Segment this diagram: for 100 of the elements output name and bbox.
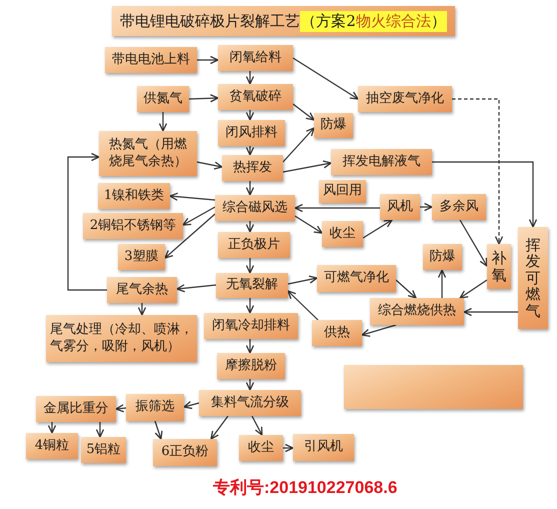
- arrow: [438, 269, 446, 298]
- process-box: [518, 227, 548, 329]
- arrow: [154, 420, 163, 440]
- step-label: 多余风: [440, 198, 478, 216]
- process-box: [118, 244, 165, 270]
- process-box: [358, 86, 452, 112]
- step-label: 抽空废气净化: [366, 90, 444, 108]
- process-box: [487, 244, 511, 289]
- arrow: [459, 280, 488, 299]
- arrow: [459, 220, 488, 267]
- arrow: [463, 308, 518, 316]
- arrow: [246, 298, 254, 314]
- arrow: [197, 56, 219, 64]
- step-label: 振筛选: [136, 399, 174, 416]
- arrow: [294, 216, 323, 234]
- step-label: 收尘: [330, 226, 356, 242]
- step-label: 6正负粉: [161, 444, 209, 461]
- arrow: [138, 303, 146, 316]
- arrow: [396, 280, 417, 299]
- arrow: [210, 416, 228, 440]
- arrow: [282, 160, 332, 173]
- step-label: 带电电池上料: [112, 52, 190, 68]
- process-box: [199, 390, 301, 416]
- arrow: [164, 214, 216, 259]
- arrow: [158, 112, 168, 132]
- step-label: 无氧裂解: [226, 277, 278, 294]
- process-box: [218, 45, 293, 71]
- step-label: 挥发可燃气: [526, 236, 540, 320]
- step-label: 可燃气净化: [324, 270, 389, 287]
- arrow: [283, 444, 294, 452]
- process-box: [217, 353, 285, 379]
- process-box: [314, 113, 353, 138]
- arrow: [361, 324, 396, 337]
- arrow: [196, 161, 223, 170]
- process-box: [312, 320, 362, 346]
- arrow: [246, 181, 254, 196]
- step-label: 综合磁风选: [222, 200, 288, 216]
- title-banner: [112, 6, 455, 36]
- arrow: [251, 416, 263, 436]
- process-box: [46, 315, 197, 362]
- process-box: [218, 232, 290, 258]
- process-box: [26, 433, 78, 459]
- process-box: [105, 47, 197, 73]
- process-box: [432, 194, 486, 220]
- process-box: [319, 180, 366, 203]
- step-label: 热氮气（用燃烧尾气余热）: [108, 137, 188, 170]
- process-box: [36, 396, 116, 422]
- arrow: [282, 127, 315, 162]
- process-box: [216, 273, 288, 298]
- arrow: [246, 146, 254, 156]
- arrow: [183, 401, 200, 410]
- arrow: [362, 219, 393, 238]
- process-box: [204, 313, 298, 339]
- step-label: 供热: [324, 324, 350, 342]
- title-text: 带电锂电破碎极片裂解工艺: [120, 10, 300, 32]
- arrow: [294, 204, 380, 212]
- step-label: 引风机: [304, 439, 343, 456]
- arrow: [246, 221, 254, 233]
- step-label: 尾气处理（冷却、喷淋，气雾分，吸附，风机）: [50, 322, 193, 355]
- step-label: 闭氧给料: [230, 50, 282, 66]
- arrow: [246, 339, 254, 354]
- arrow: [292, 58, 359, 100]
- arrow: [188, 94, 219, 102]
- process-box: [423, 244, 462, 270]
- step-label: 补氧: [492, 250, 506, 283]
- arrow: [288, 275, 318, 285]
- step-label: 尾气余热: [116, 282, 168, 298]
- process-box: [293, 434, 354, 461]
- step-label: 贫氧破碎: [230, 88, 282, 106]
- process-box: [222, 155, 283, 181]
- process-box: [317, 265, 396, 292]
- process-box: [137, 86, 189, 112]
- arrow: [246, 258, 254, 274]
- step-label: 正负极片: [228, 236, 280, 254]
- process-box: [380, 194, 420, 220]
- step-label: 3塑膜: [124, 248, 159, 266]
- arrow: [287, 290, 318, 320]
- step-label: 1镍和铁类: [104, 188, 164, 204]
- step-label: 防爆: [430, 248, 456, 266]
- step-label: 4铜粒: [34, 438, 70, 454]
- arrow: [182, 206, 216, 226]
- arrow: [246, 110, 254, 121]
- arrow: [420, 202, 433, 212]
- process-box: [153, 439, 217, 466]
- process-box: [215, 195, 295, 221]
- arrow: [246, 71, 254, 85]
- empty-box: [344, 365, 523, 409]
- arrow: [432, 161, 538, 228]
- process-box: [107, 277, 177, 303]
- arrow: [169, 192, 216, 201]
- arrow: [48, 422, 56, 434]
- step-label: 金属比重分: [44, 400, 108, 418]
- step-label: 风回用: [323, 183, 362, 200]
- step-label: 综合燃烧供热: [378, 303, 456, 320]
- process-box: [81, 437, 126, 463]
- arrow: [67, 152, 107, 291]
- process-box: [83, 213, 183, 239]
- process-box: [126, 394, 184, 421]
- arrow: [292, 104, 315, 121]
- step-label: 5铝粒: [86, 442, 121, 458]
